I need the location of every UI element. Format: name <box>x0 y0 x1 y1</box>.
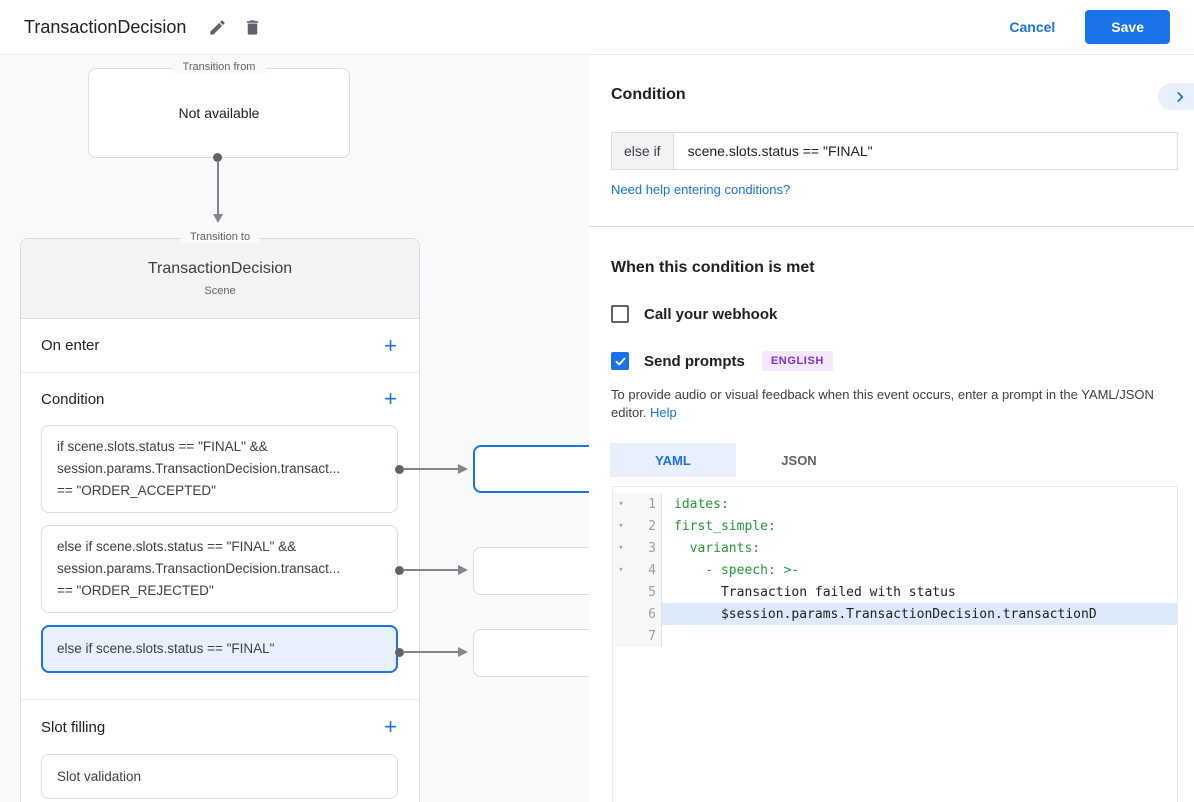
webhook-label: Call your webhook <box>644 305 778 323</box>
slot-validation-label: Slot validation <box>57 769 142 784</box>
arrow-connector-1 <box>395 463 473 474</box>
transition-from-legend: Transition from <box>172 61 266 73</box>
code-line: 7 <box>613 625 1177 647</box>
when-condition-heading: When this condition is met <box>611 259 815 276</box>
code-line-highlighted: 6 $session.params.TransactionDecision.tr… <box>613 603 1177 625</box>
fold-arrow-icon[interactable]: ▾ <box>618 565 624 575</box>
condition-prefix-label: else if <box>612 133 674 169</box>
condition-heading: Condition <box>611 86 686 103</box>
scene-subtitle: Scene <box>204 285 236 297</box>
cancel-button[interactable]: Cancel <box>1009 19 1056 35</box>
webhook-row: Call your webhook <box>611 305 1194 323</box>
send-prompts-row: Send prompts ENGLISH <box>611 351 1194 371</box>
pencil-icon <box>208 18 227 37</box>
trash-icon <box>243 18 262 37</box>
add-on-enter-button[interactable]: + <box>380 334 401 356</box>
prompt-hint-text: To provide audio or visual feedback when… <box>611 387 1154 420</box>
condition-label: Condition <box>41 390 105 408</box>
condition-line: == "ORDER_REJECTED" <box>57 583 214 598</box>
code-line: ▾4 - speech: >- <box>613 559 1177 581</box>
transition-target-box[interactable] <box>473 629 589 677</box>
condition-line: else if scene.slots.status == "FINAL" && <box>57 539 297 554</box>
tab-yaml[interactable]: YAML <box>610 443 736 477</box>
transition-from-value: Not available <box>178 105 260 121</box>
condition-detail-panel: Condition else if Need help entering con… <box>589 55 1194 802</box>
condition-line: session.params.TransactionDecision.trans… <box>57 461 341 476</box>
edit-scene-button[interactable] <box>204 14 231 41</box>
condition-header-row: Condition + <box>21 373 419 425</box>
page-title: TransactionDecision <box>24 16 187 37</box>
editor-tabs: YAML JSON <box>610 443 1194 477</box>
checkmark-icon <box>614 355 627 368</box>
hint-help-link[interactable]: Help <box>650 405 677 420</box>
down-arrow-connector <box>212 153 223 225</box>
delete-scene-button[interactable] <box>239 14 266 41</box>
panel-divider <box>589 226 1194 227</box>
scene-header: TransactionDecision Scene <box>21 239 419 319</box>
code-line: ▾1 idates: <box>613 493 1177 515</box>
condition-card-1[interactable]: if scene.slots.status == "FINAL" && sess… <box>41 425 398 513</box>
send-prompts-checkbox-checked[interactable] <box>611 352 629 370</box>
condition-line: session.params.TransactionDecision.trans… <box>57 561 341 576</box>
condition-line: if scene.slots.status == "FINAL" && <box>57 439 268 454</box>
fold-arrow-icon[interactable]: ▾ <box>618 499 624 509</box>
flow-canvas: Transition from Not available Transition… <box>0 55 589 802</box>
tab-json[interactable]: JSON <box>736 443 862 477</box>
arrow-connector-2 <box>395 564 473 575</box>
code-line: 5 Transaction failed with status <box>613 581 1177 603</box>
fold-arrow-icon[interactable]: ▾ <box>618 543 624 553</box>
slot-validation-card[interactable]: Slot validation <box>41 754 398 799</box>
yaml-code-editor[interactable]: ▾1 idates: ▾2 first_simple: ▾3 variants:… <box>612 486 1178 802</box>
chevron-right-icon <box>1173 90 1187 104</box>
slot-filling-label: Slot filling <box>41 718 106 736</box>
fold-arrow-icon[interactable]: ▾ <box>618 521 624 531</box>
condition-card-2[interactable]: else if scene.slots.status == "FINAL" &&… <box>41 525 398 613</box>
add-slot-button[interactable]: + <box>380 716 401 738</box>
scene-title: TransactionDecision <box>147 260 293 277</box>
transition-target-box-active[interactable] <box>473 445 589 493</box>
condition-input-group: else if <box>611 132 1178 170</box>
transition-to-box: Transition to TransactionDecision Scene … <box>20 231 420 802</box>
condition-line: == "ORDER_ACCEPTED" <box>57 483 216 498</box>
arrow-connector-3 <box>395 646 473 657</box>
collapse-panel-button[interactable] <box>1158 83 1194 110</box>
transition-target-box[interactable] <box>473 547 589 595</box>
condition-card-3-selected[interactable]: else if scene.slots.status == "FINAL" <box>41 625 398 673</box>
language-badge: ENGLISH <box>761 351 833 371</box>
add-condition-button[interactable]: + <box>380 388 401 410</box>
code-line: ▾3 variants: <box>613 537 1177 559</box>
send-prompts-label: Send prompts <box>644 352 745 370</box>
webhook-checkbox-unchecked[interactable] <box>611 305 629 323</box>
header-bar: TransactionDecision Cancel Save <box>0 0 1194 55</box>
condition-line: else if scene.slots.status == "FINAL" <box>57 641 275 656</box>
condition-expression-input[interactable] <box>673 133 1177 169</box>
condition-section: Condition + if scene.slots.status == "FI… <box>21 373 419 700</box>
transition-from-box[interactable]: Transition from Not available <box>88 61 350 158</box>
transition-to-legend: Transition to <box>179 231 261 243</box>
condition-help-link[interactable]: Need help entering conditions? <box>611 182 791 197</box>
save-button[interactable]: Save <box>1085 10 1170 44</box>
on-enter-label: On enter <box>41 337 100 354</box>
slot-filling-row[interactable]: Slot filling + <box>21 700 419 754</box>
on-enter-row[interactable]: On enter + <box>21 319 419 373</box>
code-line: ▾2 first_simple: <box>613 515 1177 537</box>
